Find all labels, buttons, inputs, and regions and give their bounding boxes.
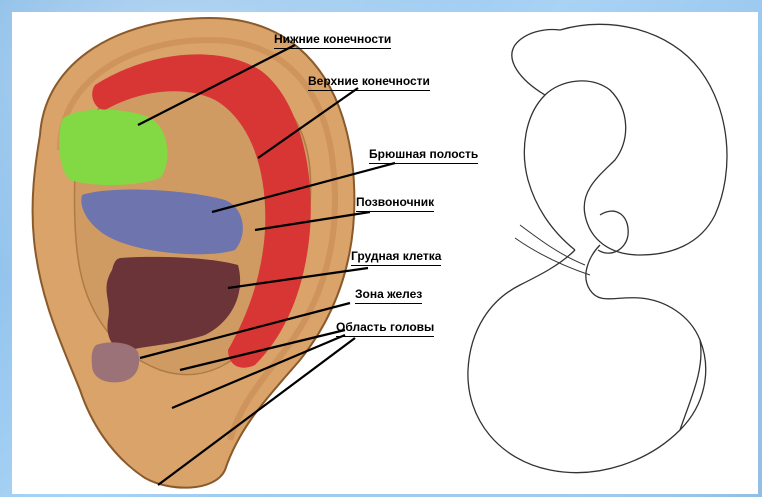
label-spine: Позвоночник: [356, 195, 434, 209]
label-upper-limbs: Верхние конечности: [308, 74, 430, 88]
fetus-outline: [468, 24, 727, 472]
label-chest: Грудная клетка: [351, 249, 441, 263]
lower-limbs-zone: [59, 110, 167, 186]
label-lower-limbs: Нижние конечности: [274, 32, 391, 46]
label-abdominal-cavity: Брюшная полость: [369, 147, 478, 161]
label-gland-zone: Зона желез: [355, 287, 422, 301]
gland-zone: [92, 342, 139, 382]
label-head-area: Область головы: [336, 320, 434, 334]
